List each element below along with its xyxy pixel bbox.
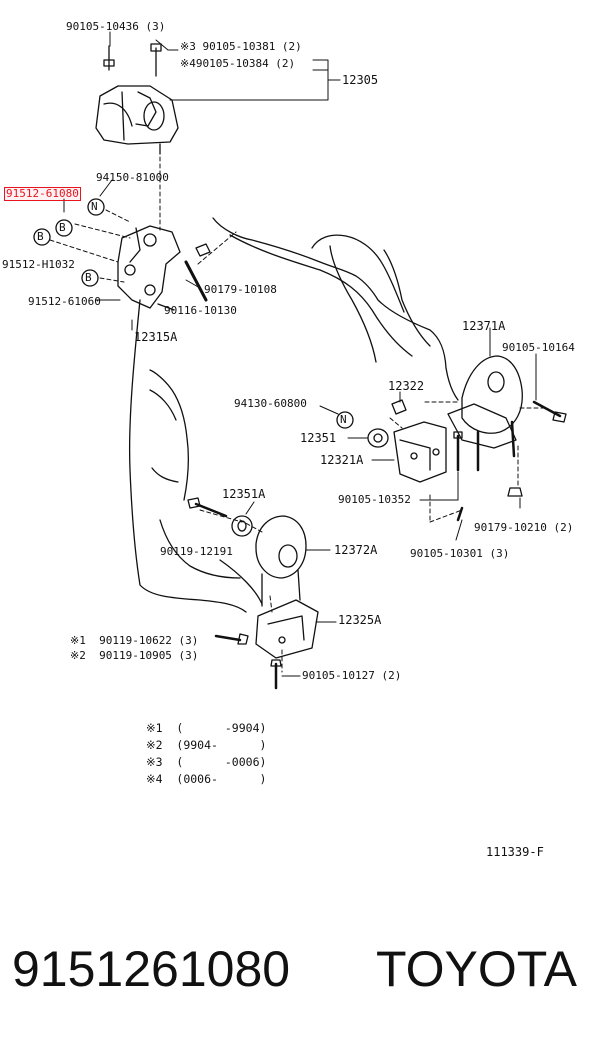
label-94150-81000: 94150-81000 — [96, 171, 169, 184]
b-marker-2: B — [37, 230, 44, 243]
bracket-12321a — [393, 421, 447, 483]
note-3: ※3 ( -0006) — [146, 755, 267, 769]
b-marker-3: B — [85, 271, 92, 284]
label-90105-10301: 90105-10301 (3) — [410, 547, 510, 560]
engine-outline — [212, 217, 459, 401]
mount-12371a — [461, 355, 523, 434]
bracket-12325a — [255, 599, 319, 659]
label-note1: ※1 90119-10622 (3) — [70, 634, 199, 647]
brand-name: TOYOTA — [376, 941, 577, 997]
n-marker-top: N — [91, 200, 98, 213]
label-note3: ※3 90105-10381 (2) — [180, 40, 302, 53]
label-12371a: 12371A — [462, 319, 506, 333]
label-note2: ※2 90119-10905 (3) — [70, 649, 199, 662]
diagram-code: 111339-F — [486, 845, 544, 859]
label-91512-h1032: 91512-H1032 — [2, 258, 75, 271]
label-91512-61060: 91512-61060 — [28, 295, 101, 308]
label-90105-10352: 90105-10352 — [338, 493, 411, 506]
b-marker-1: B — [59, 221, 66, 234]
label-12322: 12322 — [388, 379, 425, 393]
bracket-12315a — [117, 225, 181, 309]
label-12351a: 12351A — [222, 487, 266, 501]
label-note4: ※490105-10384 (2) — [180, 57, 296, 70]
label-94130-60800: 94130-60800 — [234, 397, 307, 410]
label-12315a: 12315A — [134, 330, 178, 344]
note-2: ※2 (9904- ) — [146, 738, 267, 752]
label-12372a: 12372A — [334, 543, 378, 557]
label-90116-10130: 90116-10130 — [164, 304, 237, 317]
label-90179-10108: 90179-10108 — [204, 283, 277, 296]
note-4: ※4 (0006- ) — [146, 772, 267, 786]
n-marker-right: N — [340, 413, 347, 426]
label-91512-61080-highlighted: 91512-61080 — [4, 187, 81, 201]
label-90119-12191: 90119-12191 — [160, 545, 233, 558]
diagram-drawing — [33, 31, 567, 690]
footer: 9151261080 TOYOTA — [0, 930, 600, 1020]
label-90105-10164: 90105-10164 — [502, 341, 575, 354]
label-12325a: 12325A — [338, 613, 382, 627]
part-number: 9151261080 — [12, 941, 291, 997]
mount-12305 — [95, 85, 179, 145]
label-90105-10127: 90105-10127 (2) — [302, 669, 402, 682]
mount-12372a — [255, 515, 307, 579]
label-12321a: 12321A — [320, 453, 364, 467]
label-12305: 12305 — [342, 73, 379, 87]
label-12351: 12351 — [300, 431, 337, 445]
note-1: ※1 ( -9904) — [146, 721, 267, 735]
label-90179-10210: 90179-10210 (2) — [474, 521, 574, 534]
label-90105-10436: 90105-10436 (3) — [66, 20, 166, 33]
